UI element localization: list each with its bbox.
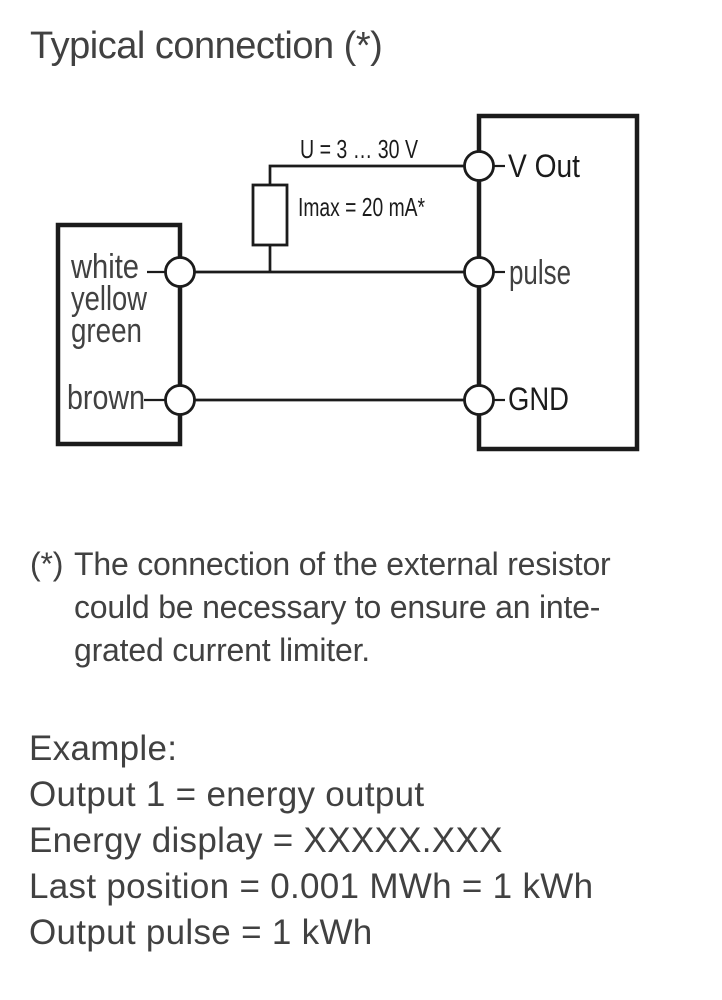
wire-label-brown: brown xyxy=(67,379,145,417)
example-line: Energy display = XXXXX.XXX xyxy=(29,821,503,860)
wire-label-green: green xyxy=(71,312,142,350)
wire-label-white: white xyxy=(70,248,139,286)
vout-terminal-label: V Out xyxy=(508,148,580,184)
example-line: Last position = 0.001 MWh = 1 kWh xyxy=(29,867,594,906)
wire-label-yellow: yellow xyxy=(71,280,147,318)
example-block: Example: Output 1 = energy output Energy… xyxy=(29,726,593,956)
terminal-pulse xyxy=(463,256,495,288)
current-limit-label: Imax = 20 mA* xyxy=(298,192,425,222)
pulse-terminal-label: pulse xyxy=(509,254,571,292)
terminal-gnd xyxy=(463,384,495,416)
terminal-vout xyxy=(463,150,495,182)
connection-diagram: U = 3 … 30 V Imax = 20 mA* V Out GND pul… xyxy=(55,113,640,452)
footnote-line: could be necessary to ensure an inte- xyxy=(74,589,601,625)
supply-voltage-label: U = 3 … 30 V xyxy=(300,134,418,164)
wire-resistor-to-vout xyxy=(268,164,479,185)
terminal-white xyxy=(164,256,196,288)
footnote-line: The connection of the external resistor xyxy=(74,546,611,582)
sensor-device-box xyxy=(55,222,183,447)
footnote-marker: (*) xyxy=(30,546,64,582)
footnote-line: grated current limiter. xyxy=(74,632,370,668)
external-resistor xyxy=(251,183,289,247)
page-title: Typical connection (*) xyxy=(30,25,383,67)
example-heading: Example: xyxy=(29,729,178,768)
gnd-terminal-label: GND xyxy=(508,381,569,417)
example-line: Output pulse = 1 kWh xyxy=(29,913,373,952)
example-line: Output 1 = energy output xyxy=(29,775,425,814)
footnote-text: The connection of the external resistor … xyxy=(74,543,611,672)
terminal-brown xyxy=(164,384,196,416)
footnote: (*) The connection of the external resis… xyxy=(30,543,611,672)
